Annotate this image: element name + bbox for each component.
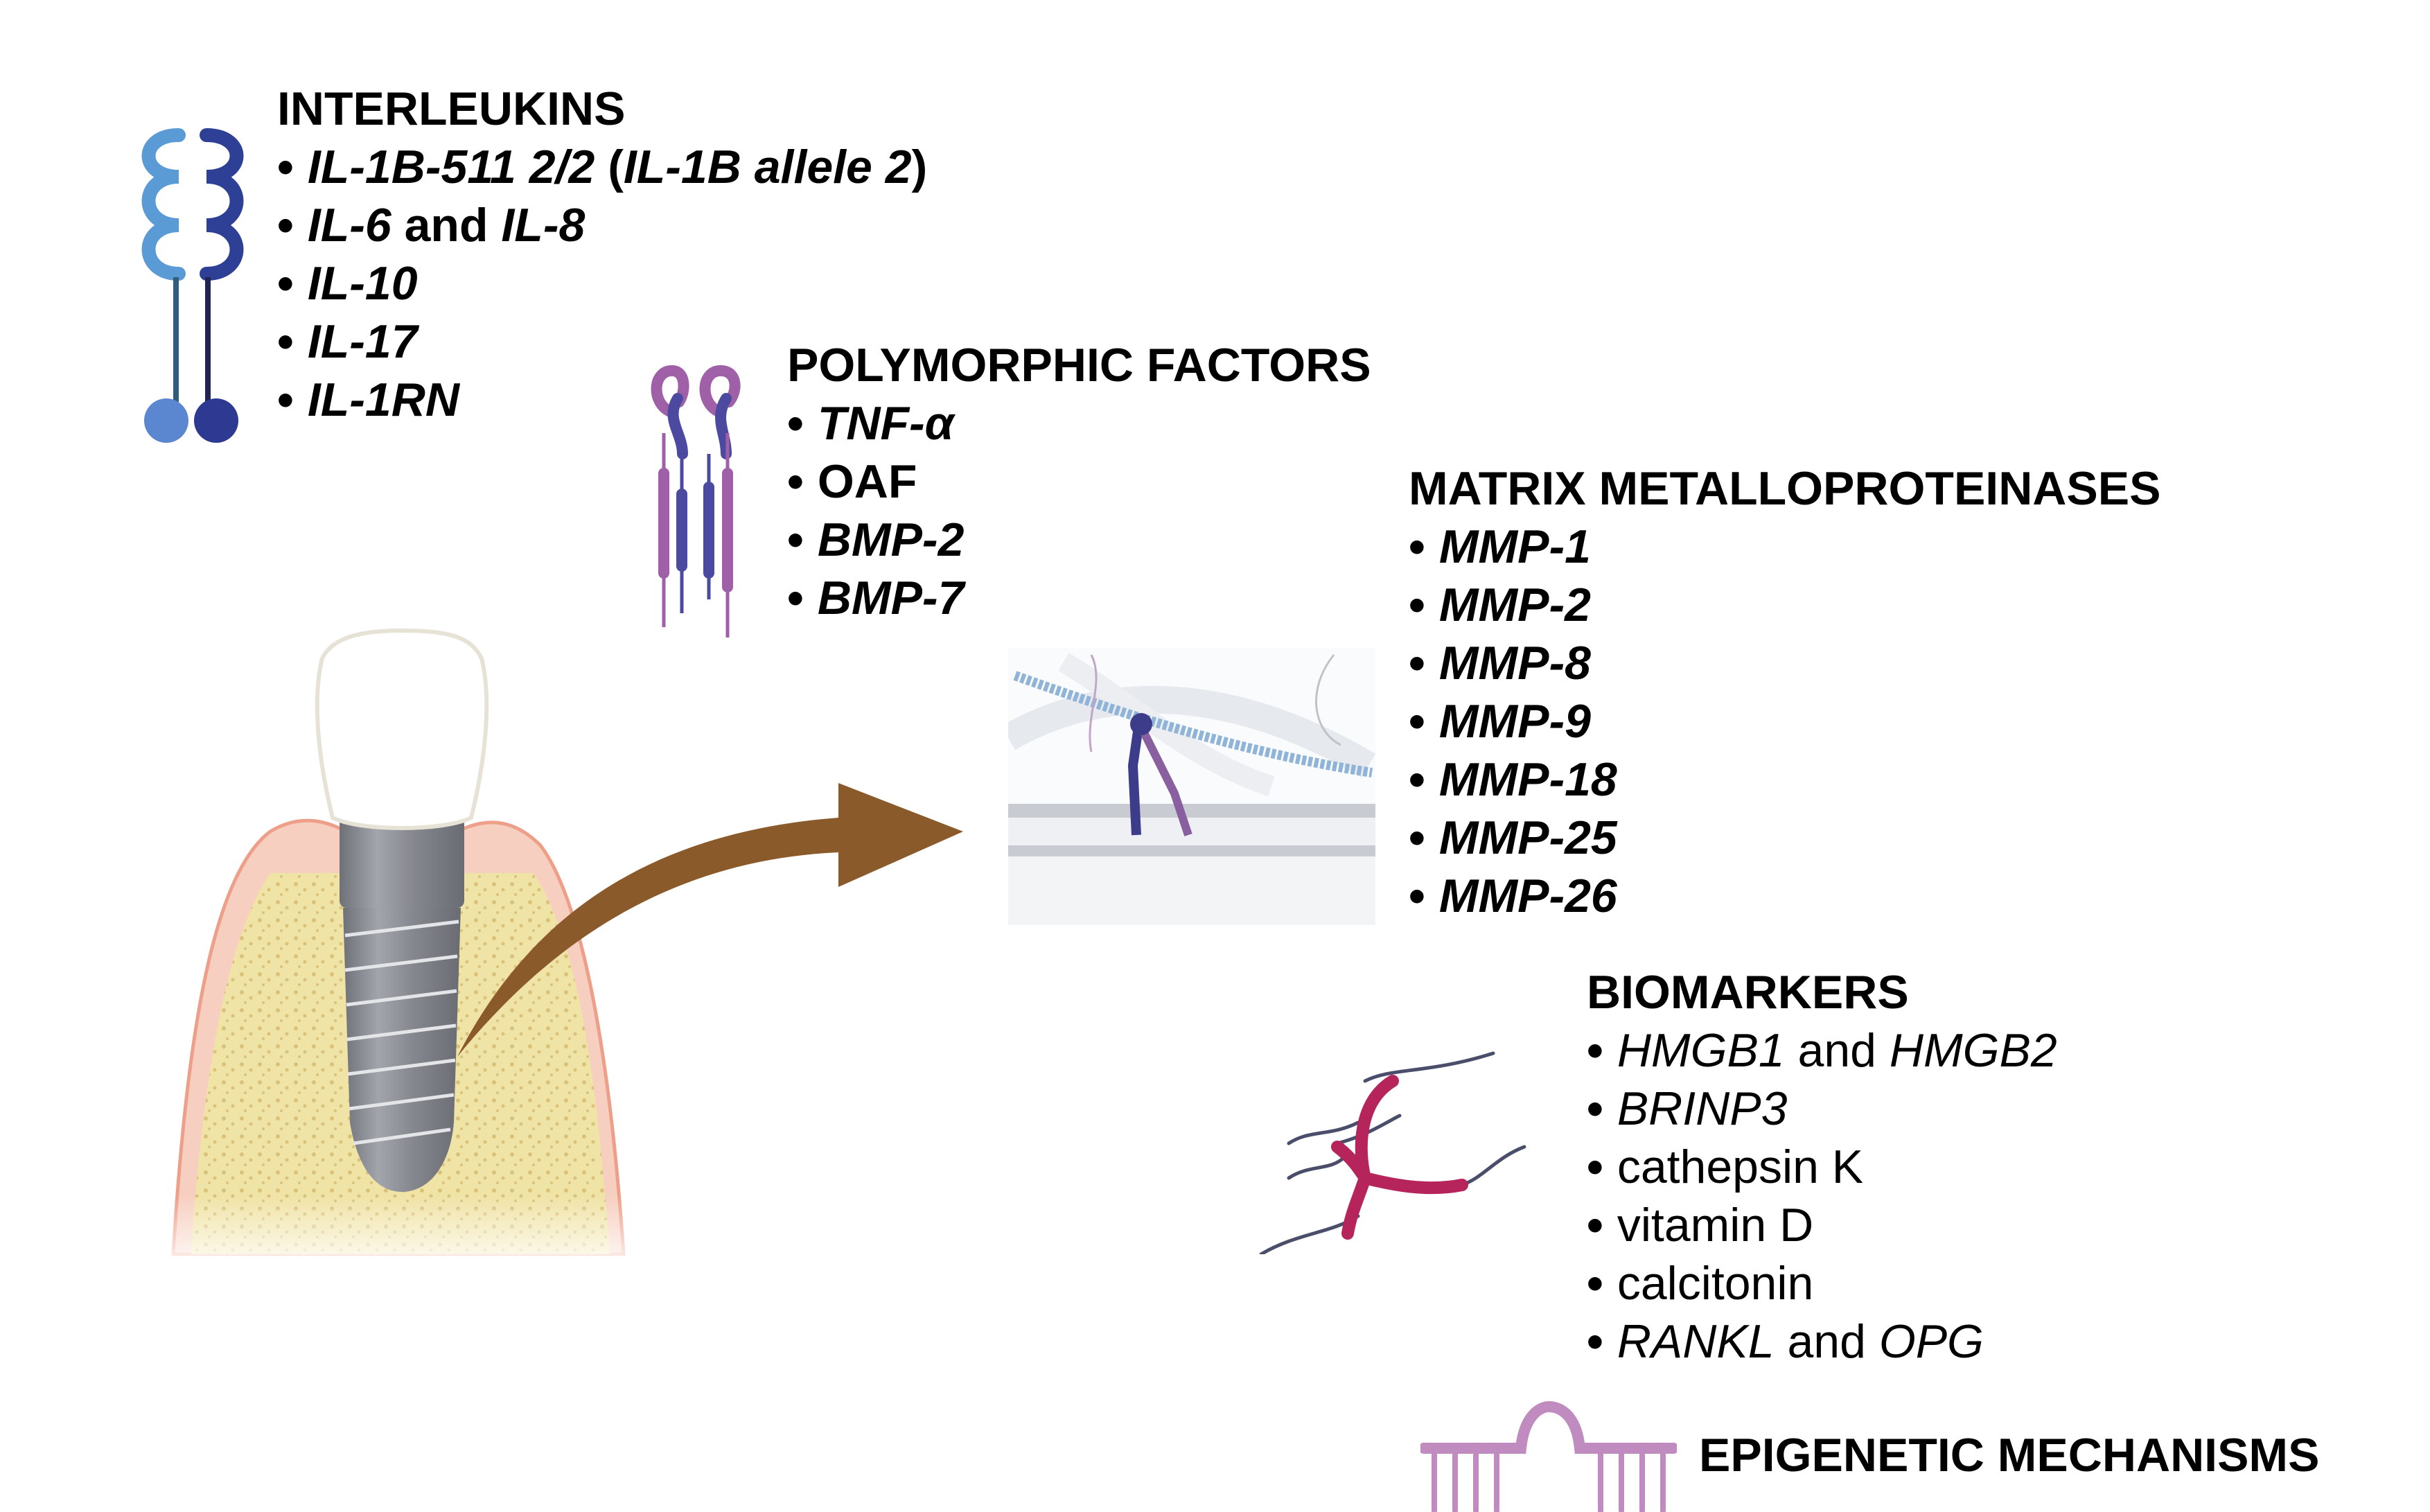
polymorphic-item: BMP-2: [787, 511, 1371, 569]
item-text: BRINP3: [1617, 1082, 1788, 1135]
item-text: MMP-2: [1438, 579, 1591, 631]
interleukin-receptor-icon: [125, 121, 263, 454]
biomarkers-item: BRINP3: [1587, 1080, 2057, 1138]
item-text: and: [1774, 1315, 1879, 1368]
interleukins-item: IL-1RN: [277, 371, 927, 429]
item-text: IL-1B allele 2: [623, 141, 912, 193]
interleukins-item: IL-10: [277, 254, 927, 313]
item-text: HMGB1: [1617, 1024, 1785, 1077]
item-text: calcitonin: [1617, 1257, 1814, 1310]
item-text: (: [595, 141, 624, 193]
biomarkers-block: BIOMARKERS HMGB1 and HMGB2BRINP3cathepsi…: [1587, 963, 2057, 1371]
item-text: BMP-7: [817, 572, 965, 624]
biomarkers-item: vitamin D: [1587, 1196, 2057, 1254]
interleukins-list: IL-1B-511 2/2 (IL-1B allele 2)IL-6 and I…: [277, 138, 927, 429]
cytokine-receptor-icon: [644, 364, 755, 641]
polymorphic-item: TNF-α: [787, 394, 1371, 452]
mmp-item: MMP-1: [1409, 518, 2160, 576]
item-text: TNF-α: [817, 397, 954, 450]
polymorphic-factors-title: POLYMORPHIC FACTORS: [787, 339, 1371, 392]
mmp-title: MATRIX METALLOPROTEINASES: [1409, 462, 2161, 515]
mmp-item: MMP-18: [1409, 750, 2160, 809]
mmp-item: MMP-25: [1409, 809, 2160, 867]
polymorphic-factors-block: POLYMORPHIC FACTORS TNF-αOAFBMP-2BMP-7: [787, 336, 1371, 627]
mmp-item: MMP-8: [1409, 634, 2160, 692]
mmp-block: MATRIX METALLOPROTEINASES MMP-1MMP-2MMP-…: [1409, 459, 2160, 925]
mmp-item: MMP-2: [1409, 576, 2160, 634]
item-text: IL-6: [307, 199, 391, 252]
protein-fiber-icon: [1254, 1046, 1545, 1254]
item-text: MMP-8: [1438, 637, 1591, 689]
mmp-list: MMP-1MMP-2MMP-8MMP-9MMP-18MMP-25MMP-26: [1409, 518, 2160, 925]
item-text: OPG: [1878, 1315, 1984, 1368]
interleukins-item: IL-17: [277, 313, 927, 371]
item-text: HMGB2: [1889, 1024, 2057, 1077]
mmp-item: MMP-9: [1409, 692, 2160, 750]
item-text: RANKL: [1617, 1315, 1775, 1368]
interleukins-title: INTERLEUKINS: [277, 82, 626, 135]
interleukins-item: IL-1B-511 2/2 (IL-1B allele 2): [277, 138, 927, 196]
item-text: IL-8: [501, 199, 586, 252]
item-text: ): [911, 141, 928, 193]
item-text: MMP-18: [1438, 753, 1617, 806]
item-text: MMP-25: [1438, 811, 1617, 864]
curved-arrow-icon: [450, 735, 977, 1060]
interleukins-item: IL-6 and IL-8: [277, 196, 927, 254]
polymorphic-factors-list: TNF-αOAFBMP-2BMP-7: [787, 394, 1371, 627]
biomarkers-item: RANKL and OPG: [1587, 1312, 2057, 1371]
item-text: MMP-9: [1438, 695, 1591, 748]
polymorphic-item: BMP-7: [787, 569, 1371, 627]
biomarkers-item: HMGB1 and HMGB2: [1587, 1021, 2057, 1080]
item-text: MMP-26: [1438, 870, 1617, 922]
biomarkers-item: cathepsin K: [1587, 1138, 2057, 1196]
membrane-protease-icon: [1008, 648, 1375, 925]
item-text: and: [1784, 1024, 1890, 1077]
dna-methylation-icon: [1420, 1400, 1677, 1512]
biomarkers-list: HMGB1 and HMGB2BRINP3cathepsin Kvitamin …: [1587, 1021, 2057, 1371]
epigenetic-block: EPIGENETIC MECHANISMS: [1699, 1426, 2319, 1484]
interleukins-block: INTERLEUKINS IL-1B-511 2/2 (IL-1B allele…: [277, 80, 927, 429]
item-text: MMP-1: [1438, 520, 1591, 573]
item-text: IL-10: [307, 257, 418, 310]
mmp-item: MMP-26: [1409, 867, 2160, 925]
epigenetic-title: EPIGENETIC MECHANISMS: [1699, 1429, 2320, 1482]
item-text: IL-17: [307, 315, 418, 368]
item-text: BMP-2: [817, 513, 965, 566]
polymorphic-item: OAF: [787, 452, 1371, 511]
item-text: and: [391, 199, 502, 252]
item-text: IL-1B-511 2/2: [307, 141, 595, 193]
item-text: OAF: [817, 455, 917, 508]
biomarkers-title: BIOMARKERS: [1587, 966, 1909, 1019]
biomarkers-item: calcitonin: [1587, 1254, 2057, 1312]
item-text: IL-1RN: [307, 373, 459, 426]
item-text: vitamin D: [1617, 1199, 1814, 1251]
item-text: cathepsin K: [1617, 1141, 1864, 1193]
